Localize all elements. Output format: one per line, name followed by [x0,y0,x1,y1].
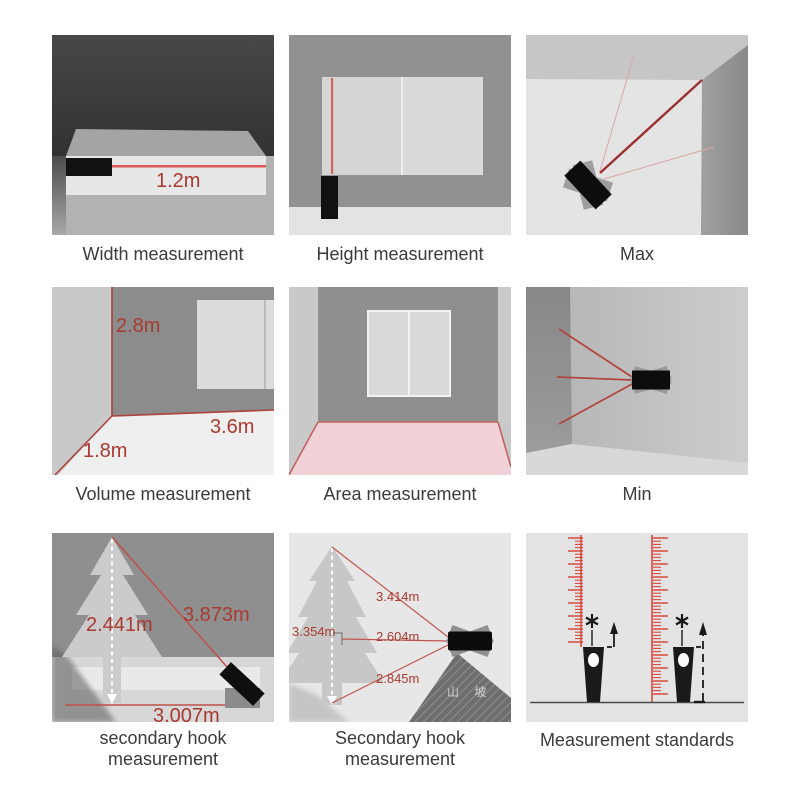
corner-wall [701,45,748,235]
laser-rangefinder-device [219,662,265,706]
cabinet-left-door [322,77,402,175]
up-arrow-icon [610,622,618,634]
hillside-label: 山 坡 [447,685,493,699]
laser-hypotenuse [111,536,236,677]
panel-secondary-hook-lower: 2.441m 3.873m 3.007m [52,533,274,722]
right-wall [498,287,511,467]
width-illustration [52,35,274,235]
laser-beam-min [556,376,633,381]
laser-beam-bottom [331,644,449,704]
volume-width-label: 3.6m [210,416,255,438]
panel-measurement-standards [526,533,748,722]
laser-beam-max [599,79,703,174]
device-button [678,653,689,667]
panel-max [526,35,748,235]
caption-max: Max [619,244,654,264]
laser-beam [112,165,266,168]
max-illustration [526,35,748,235]
left-height-label: 3.354m [292,624,336,639]
panel-volume-measurement: 2.8m 3.6m 1.8m [52,287,274,475]
window [197,300,274,389]
standards-illustration [526,533,748,722]
volume-height-label: 2.8m [116,315,161,337]
ruler-ticks [567,537,583,644]
cabinet-divider [401,77,403,175]
background [526,533,748,722]
laser-rangefinder-device [66,158,112,176]
tree-shadow [289,683,349,722]
label-bracket [333,632,343,645]
caption-width: Width measurement [82,244,244,264]
volume-illustration [52,287,274,475]
up-arrow-icon [699,622,707,635]
left-wall [289,287,318,475]
caption-height: Height measurement [316,244,484,264]
width-distance-label: 1.2m [156,170,201,192]
highlighted-floor-area [289,422,511,475]
hypotenuse-label: 3.873m [183,604,250,626]
laser-rangefinder-device [563,160,613,210]
laser-star-icon [675,614,689,628]
tree [62,537,162,703]
tree-height-label: 2.441m [86,614,153,636]
middle-distance-label: 2.604m [376,629,420,644]
laser-beam-faint [603,146,715,180]
cabinet-right-door [402,77,483,175]
hook-lower-illustration [52,533,274,722]
panel-secondary-hook-upper: 3.354m 3.414m 2.604m 2.845m 山 坡 [289,533,511,722]
caption-volume: Volume measurement [75,484,251,504]
baseline-label: 3.007m [153,705,220,722]
laser-floor-edge [497,421,511,468]
panel-min [526,287,748,475]
laser-rangefinder-device [630,366,672,394]
caption-hook-upper: Secondary hook measurement [334,728,466,769]
height-illustration [289,35,511,235]
laser-beam [558,328,633,378]
tree [289,546,384,705]
caption-standards: Measurement standards [539,730,735,750]
laser-beam [558,383,633,425]
laser-rangefinder-device [321,176,338,219]
area-illustration [289,287,511,475]
table-shadow [52,156,66,235]
laser-beam-faint [599,54,635,172]
down-arrow-icon [327,696,337,705]
laser-beam-middle [341,638,449,642]
window-divider [408,311,410,396]
laser-width-line [111,409,274,417]
tree-shadow [52,645,116,722]
laser-depth-line [54,415,113,475]
device-button [588,653,599,667]
caption-area: Area measurement [323,484,477,504]
ceiling [526,35,748,80]
laser-rangefinder-device [446,625,494,657]
bottom-distance-label: 2.845m [376,671,420,686]
laser-star-icon [585,614,599,628]
panel-width-measurement: 1.2m [52,35,274,235]
hook-upper-illustration [289,533,511,722]
laser-beam [331,78,334,174]
down-arrow-icon [107,694,117,704]
top-distance-label: 3.414m [376,589,420,604]
ruler-ticks [653,537,669,696]
laser-floor-edge [289,421,319,475]
panel-height-measurement [289,35,511,235]
caption-min: Min [622,484,652,504]
hillside-slope [409,653,511,722]
caption-hook-lower: secondary hook measurement [99,728,227,769]
table-top [66,129,266,156]
laser-beam-top [331,546,449,638]
min-illustration [526,287,748,475]
side-wall [526,287,572,453]
panel-area-measurement [289,287,511,475]
floor [526,444,748,475]
volume-depth-label: 1.8m [83,440,128,462]
side-wall [52,287,112,475]
